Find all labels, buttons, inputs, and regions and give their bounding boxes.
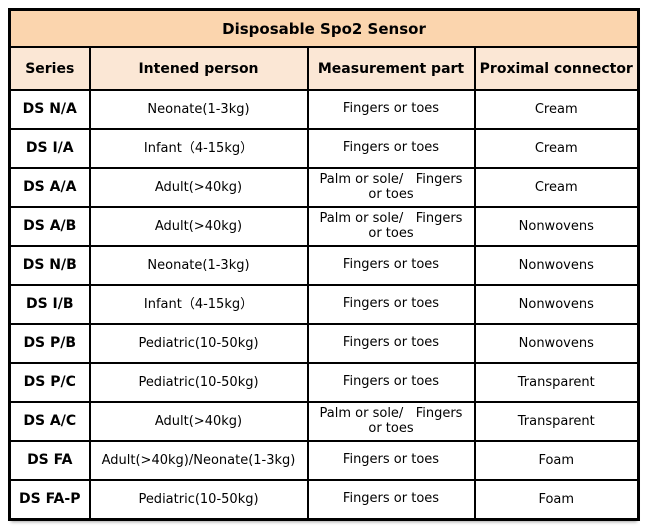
table-row: DS A/B Adult(>40kg) Palm or sole/ Finger… bbox=[8, 206, 640, 247]
measurement-cell: Fingers or toes bbox=[306, 323, 476, 364]
series-cell: DS P/C bbox=[8, 362, 91, 403]
table-row: DS I/B Infant（4-15kg） Fingers or toes No… bbox=[8, 284, 640, 325]
connector-cell: Cream bbox=[473, 167, 640, 208]
person-cell: Adult(>40kg) bbox=[88, 206, 309, 247]
series-cell: DS N/B bbox=[8, 245, 91, 286]
measurement-cell: Fingers or toes bbox=[306, 245, 476, 286]
measurement-cell: Fingers or toes bbox=[306, 128, 476, 169]
connector-cell: Foam bbox=[473, 479, 640, 521]
person-cell: Pediatric(10-50kg) bbox=[88, 362, 309, 403]
connector-cell: Transparent bbox=[473, 401, 640, 442]
connector-cell: Nonwovens bbox=[473, 284, 640, 325]
person-cell: Adult(>40kg) bbox=[88, 167, 309, 208]
table-row: DS A/A Adult(>40kg) Palm or sole/ Finger… bbox=[8, 167, 640, 208]
table-row: DS N/A Neonate(1-3kg) Fingers or toes Cr… bbox=[8, 89, 640, 130]
table-title: Disposable Spo2 Sensor bbox=[8, 8, 640, 48]
series-cell: DS FA-P bbox=[8, 479, 91, 521]
table-row: DS P/C Pediatric(10-50kg) Fingers or toe… bbox=[8, 362, 640, 403]
series-cell: DS A/A bbox=[8, 167, 91, 208]
series-cell: DS I/B bbox=[8, 284, 91, 325]
series-cell: DS I/A bbox=[8, 128, 91, 169]
measurement-cell: Palm or sole/ Fingers or toes bbox=[306, 401, 476, 442]
series-cell: DS A/B bbox=[8, 206, 91, 247]
person-cell: Pediatric(10-50kg) bbox=[88, 479, 309, 521]
series-cell: DS FA bbox=[8, 440, 91, 481]
person-cell: Neonate(1-3kg) bbox=[88, 89, 309, 130]
person-cell: Infant（4-15kg） bbox=[88, 128, 309, 169]
table-row: DS I/A Infant（4-15kg） Fingers or toes Cr… bbox=[8, 128, 640, 169]
table-row: DS FA Adult(>40kg)/Neonate(1-3kg) Finger… bbox=[8, 440, 640, 481]
connector-cell: Nonwovens bbox=[473, 323, 640, 364]
measurement-cell: Fingers or toes bbox=[306, 89, 476, 130]
column-header-person: Intened person bbox=[88, 46, 309, 91]
series-cell: DS N/A bbox=[8, 89, 91, 130]
measurement-cell: Palm or sole/ Fingers or toes bbox=[306, 167, 476, 208]
connector-cell: Foam bbox=[473, 440, 640, 481]
person-cell: Pediatric(10-50kg) bbox=[88, 323, 309, 364]
column-header-measure: Measurement part bbox=[306, 46, 476, 91]
table-row: DS N/B Neonate(1-3kg) Fingers or toes No… bbox=[8, 245, 640, 286]
measurement-cell: Fingers or toes bbox=[306, 479, 476, 521]
connector-cell: Cream bbox=[473, 128, 640, 169]
person-cell: Adult(>40kg)/Neonate(1-3kg) bbox=[88, 440, 309, 481]
connector-cell: Nonwovens bbox=[473, 206, 640, 247]
person-cell: Neonate(1-3kg) bbox=[88, 245, 309, 286]
person-cell: Infant（4-15kg） bbox=[88, 284, 309, 325]
measurement-cell: Fingers or toes bbox=[306, 362, 476, 403]
series-cell: DS P/B bbox=[8, 323, 91, 364]
connector-cell: Nonwovens bbox=[473, 245, 640, 286]
person-cell: Adult(>40kg) bbox=[88, 401, 309, 442]
measurement-cell: Fingers or toes bbox=[306, 284, 476, 325]
connector-cell: Transparent bbox=[473, 362, 640, 403]
table-row: DS A/C Adult(>40kg) Palm or sole/ Finger… bbox=[8, 401, 640, 442]
table-title-row: Disposable Spo2 Sensor bbox=[8, 8, 640, 48]
series-cell: DS A/C bbox=[8, 401, 91, 442]
table-header-row: Series Intened person Measurement part P… bbox=[8, 46, 640, 91]
spo2-sensor-table: Disposable Spo2 Sensor Series Intened pe… bbox=[8, 8, 640, 521]
measurement-cell: Fingers or toes bbox=[306, 440, 476, 481]
column-header-series: Series bbox=[8, 46, 91, 91]
measurement-cell: Palm or sole/ Fingers or toes bbox=[306, 206, 476, 247]
column-header-connector: Proximal connector bbox=[473, 46, 640, 91]
table-row: DS FA-P Pediatric(10-50kg) Fingers or to… bbox=[8, 479, 640, 521]
connector-cell: Cream bbox=[473, 89, 640, 130]
table-row: DS P/B Pediatric(10-50kg) Fingers or toe… bbox=[8, 323, 640, 364]
